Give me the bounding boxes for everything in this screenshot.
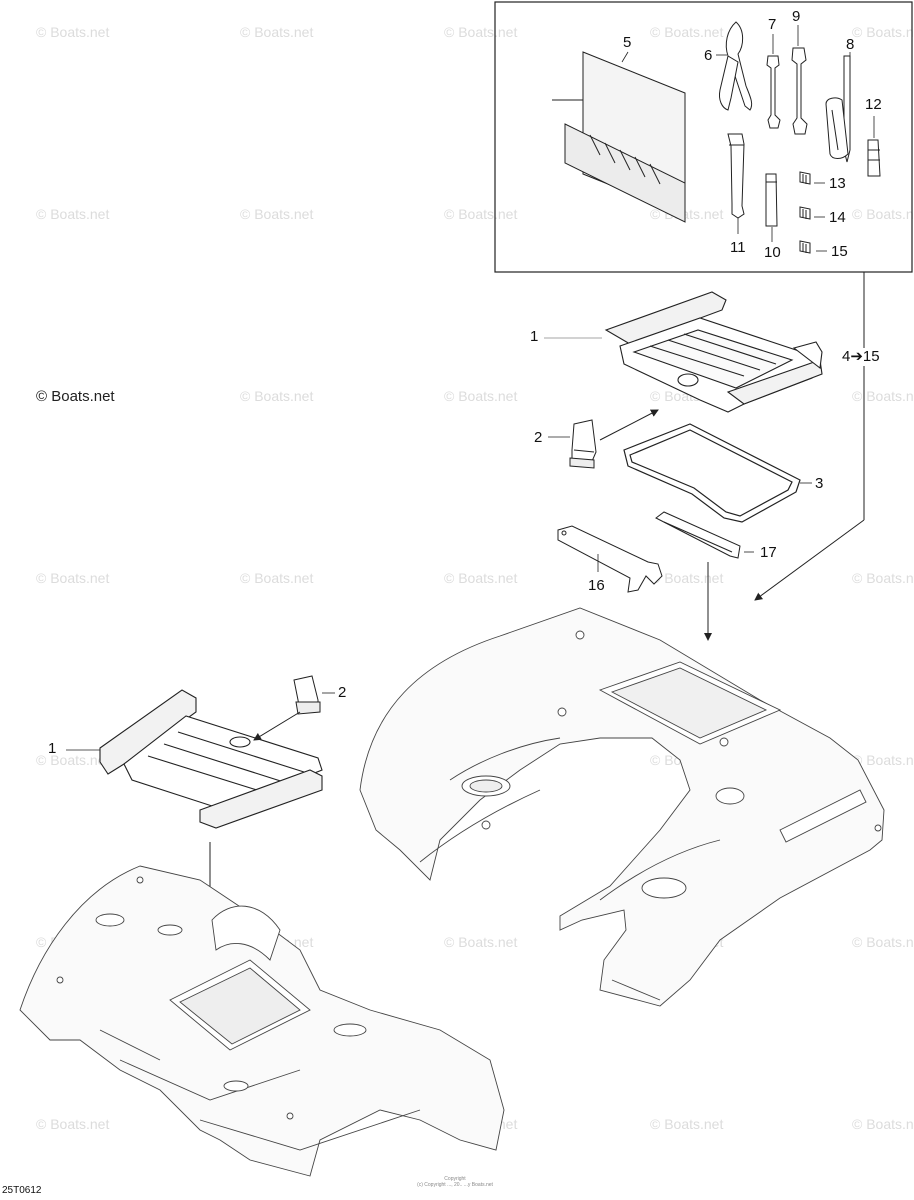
wrench-item-7 xyxy=(766,55,781,129)
wrench-item-9 xyxy=(791,47,808,135)
callout-2-upper: 2 xyxy=(534,429,543,446)
callout-7: 7 xyxy=(768,16,777,33)
callout-16: 16 xyxy=(588,577,605,594)
watermark: © Boats.net xyxy=(36,1116,110,1132)
watermark: © Boats.net xyxy=(852,752,914,768)
clip-item-14 xyxy=(799,206,811,220)
tool-pouch-item-5 xyxy=(552,51,686,223)
watermark: © Boats.net xyxy=(444,206,518,222)
watermark: © Boats.net xyxy=(444,570,518,586)
watermark: © Boats.net xyxy=(650,1116,724,1132)
callout-10: 10 xyxy=(764,244,781,261)
latch-item-2-upper xyxy=(569,419,597,469)
copyright-line: (c) Copyright ..., 20.. ...y Boats.net xyxy=(417,1182,493,1188)
watermark: © Boats.net xyxy=(240,388,314,404)
callout-1-upper: 1 xyxy=(530,328,539,345)
callout-9: 9 xyxy=(792,8,801,25)
spanner-item-16 xyxy=(557,525,663,593)
callout-1-left: 1 xyxy=(48,740,57,757)
watermark: © Boats.net xyxy=(852,1116,914,1132)
watermark: © Boats.net xyxy=(852,934,914,950)
watermark: © Boats.net xyxy=(852,570,914,586)
watermark: © Boats.net xyxy=(36,570,110,586)
watermark: © Boats.net xyxy=(650,570,724,586)
callout-3: 3 xyxy=(815,475,824,492)
bit-item-12 xyxy=(867,139,881,177)
callout-11: 11 xyxy=(730,239,746,256)
clip-item-15 xyxy=(799,240,811,254)
pliers-item-6 xyxy=(719,21,753,111)
watermark: © Boats.net xyxy=(650,24,724,40)
copyright-line: Copyright xyxy=(444,1176,466,1182)
callout-2-left: 2 xyxy=(338,684,347,701)
callout-15: 15 xyxy=(831,243,848,260)
callout-12: 12 xyxy=(865,96,882,113)
callout-6: 6 xyxy=(704,47,713,64)
socket-item-10 xyxy=(765,173,778,227)
tool-kit-inset-box xyxy=(494,1,913,273)
rack-item-1-upper xyxy=(604,291,823,413)
callout-8: 8 xyxy=(846,36,855,53)
rack-item-1-left xyxy=(99,689,323,829)
callout-5: 5 xyxy=(623,34,632,51)
watermark: © Boats.net xyxy=(240,206,314,222)
clip-item-13 xyxy=(799,171,811,185)
front-body-panel xyxy=(19,865,505,1177)
watermark: © Boats.net xyxy=(852,388,914,404)
callout-14: 14 xyxy=(829,209,846,226)
watermark: © Boats.net xyxy=(852,24,914,40)
strap-item-17 xyxy=(655,511,741,559)
callout-17: 17 xyxy=(760,544,777,561)
watermark: © Boats.net xyxy=(444,934,518,950)
watermark: © Boats.net xyxy=(444,24,518,40)
watermark: © Boats.net xyxy=(852,206,914,222)
watermark: © Boats.net xyxy=(240,24,314,40)
screwdriver-item-8 xyxy=(825,55,851,163)
socket-wrench-item-11 xyxy=(727,133,745,219)
watermark: © Boats.net xyxy=(240,570,314,586)
watermark: © Boats.net xyxy=(444,388,518,404)
callout-4-15: 4➔15 xyxy=(842,348,880,365)
seal-item-3 xyxy=(623,423,801,523)
watermark: © Boats.net xyxy=(36,206,110,222)
watermark: © Boats.net xyxy=(36,24,110,40)
copyright-fine-print: Copyright (c) Copyright ..., 20.. ...y B… xyxy=(395,1176,515,1188)
credit-label: © Boats.net xyxy=(36,388,115,405)
drawing-code: 25T0612 xyxy=(2,1185,42,1196)
callout-13: 13 xyxy=(829,175,846,192)
latch-item-2-left xyxy=(293,675,321,715)
rear-body-panel xyxy=(359,607,885,1007)
watermark: © Boats.net xyxy=(36,752,110,768)
